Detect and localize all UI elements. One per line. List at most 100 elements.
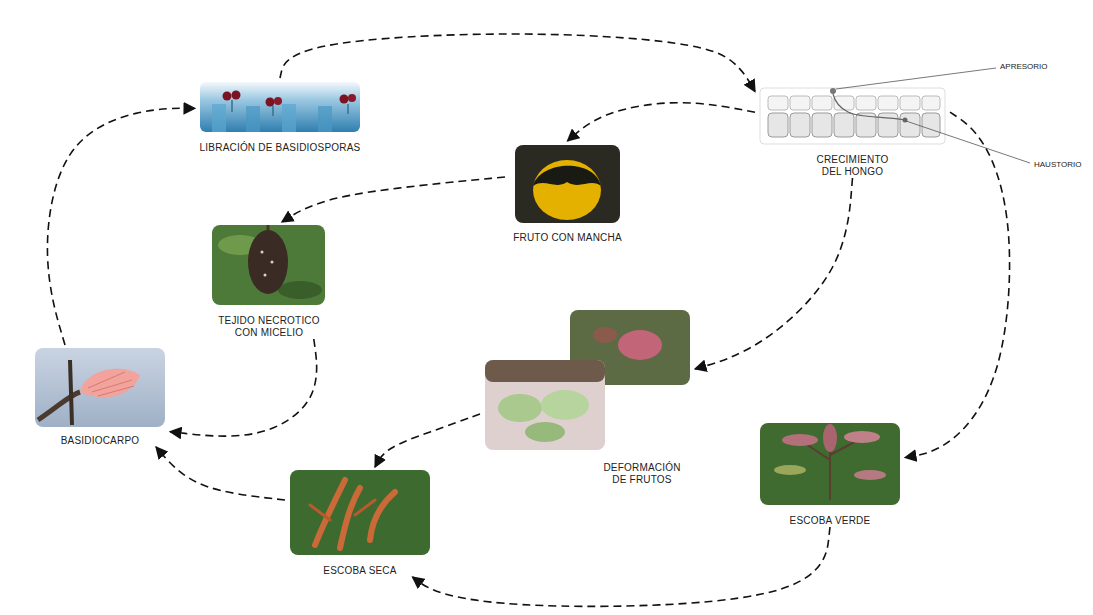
- cell-column: [282, 104, 296, 132]
- cycle-arrow: [170, 339, 317, 436]
- hypha: [833, 94, 905, 120]
- plant-cell: [834, 113, 854, 137]
- plant-cell: [812, 113, 832, 137]
- photo-ground: [760, 423, 900, 505]
- stage-node: TEJIDO NECROTICO CON MICELIO: [205, 222, 333, 339]
- photo-space: [195, 78, 365, 134]
- green-broom-photo: [760, 423, 900, 505]
- plant-cell: [922, 113, 940, 137]
- photo-ground: [200, 82, 360, 132]
- plant-cell: [768, 96, 788, 110]
- stage-node: ESCOBA SECA: [285, 467, 435, 577]
- stage-caption: BASIDIOCARPO: [30, 435, 170, 447]
- sterigma: [231, 100, 233, 112]
- fungus-growth-drawing: [760, 88, 945, 144]
- cycle-arrow: [905, 112, 1010, 457]
- plant-cell: [812, 96, 832, 110]
- leader-line: [906, 121, 1030, 163]
- twig: [70, 360, 72, 425]
- leaf: [278, 281, 322, 299]
- spore: [340, 95, 349, 104]
- haustorium: [903, 118, 908, 123]
- dry-broom-photo: [290, 470, 430, 555]
- mycelium-speck: [271, 261, 274, 264]
- stage-caption: TEJIDO NECROTICO CON MICELIO: [210, 315, 328, 339]
- broom-leaf: [854, 470, 886, 480]
- cycle-arrow: [156, 447, 285, 500]
- cell-column: [246, 106, 260, 132]
- spore: [266, 98, 275, 107]
- cycle-arrow: [280, 34, 755, 92]
- photo-space: [30, 345, 170, 427]
- plant-cell: [878, 96, 898, 110]
- callout-label: HAUSTORIO: [1033, 160, 1082, 170]
- photo-space: [755, 84, 950, 146]
- plant-cell: [922, 96, 940, 110]
- photo-ground: [212, 225, 325, 305]
- photo-ground: [515, 145, 620, 223]
- stage-caption: FRUTO CON MANCHA: [505, 232, 630, 244]
- photo-space: [505, 141, 630, 224]
- plant-cell: [790, 113, 810, 137]
- photo-ground: [35, 348, 165, 427]
- broom-leaf: [844, 431, 880, 443]
- spore: [223, 92, 232, 101]
- stage-node: CRECIMIENTO DEL HONGO: [755, 84, 950, 178]
- broom-leaf: [823, 424, 837, 452]
- plant-cell: [878, 113, 898, 137]
- deformed-pod: [498, 394, 542, 422]
- stage-caption: CRECIMIENTO DEL HONGO: [809, 154, 897, 178]
- deformed-pod: [541, 390, 589, 420]
- stage-caption: ESCOBA VERDE: [755, 515, 905, 527]
- broom-leaf: [782, 434, 818, 446]
- mycelium-speck: [264, 274, 267, 277]
- photo-space: [205, 222, 333, 307]
- necrotic-spot: [533, 166, 601, 186]
- plant-cell: [768, 113, 788, 137]
- cycle-arrow: [375, 414, 480, 467]
- deformed-pods-photo: [485, 310, 690, 450]
- spore: [232, 91, 241, 100]
- spore: [274, 97, 282, 105]
- photo-space: [285, 467, 435, 557]
- plant-cell: [790, 96, 810, 110]
- stage-node: FRUTO CON MANCHA: [505, 141, 630, 244]
- photo-space: [480, 306, 695, 454]
- photo-ground: [760, 88, 945, 144]
- callout-label: APRESORIO: [999, 62, 1049, 72]
- cell-column: [212, 104, 226, 132]
- photo-ground: [485, 360, 605, 450]
- plant-cell: [856, 96, 876, 110]
- deformed-pod: [618, 330, 662, 360]
- mycelium-speck: [261, 251, 264, 254]
- spore-release-photo: [200, 82, 360, 132]
- cycle-arrow: [282, 177, 505, 222]
- photo-band: [485, 360, 605, 382]
- appressorium: [830, 88, 836, 94]
- stage-node: LIBRACIÓN DE BASIDIOSPORAS: [195, 78, 365, 154]
- gill-line: [88, 372, 134, 396]
- cycle-arrow: [413, 527, 831, 606]
- stage-node: DEFORMACIÓN DE FRUTOS: [480, 306, 695, 486]
- stage-node: BASIDIOCARPO: [30, 345, 170, 447]
- broom-leaf: [774, 465, 806, 475]
- dry-broom-branch: [310, 500, 375, 520]
- cell-column: [318, 106, 332, 132]
- spore: [348, 94, 356, 102]
- deformed-pod: [593, 327, 617, 343]
- stage-node: ESCOBA VERDE: [755, 420, 905, 527]
- cycle-arrow: [695, 178, 853, 369]
- mushroom-cap: [80, 369, 140, 398]
- stage-caption: LIBRACIÓN DE BASIDIOSPORAS: [195, 142, 365, 154]
- necrotic-pod-photo: [212, 225, 325, 305]
- cacao-pod: [248, 230, 288, 294]
- sterigma: [347, 104, 349, 114]
- leader-line: [836, 68, 996, 89]
- deformed-pod: [525, 422, 565, 442]
- cacao-pod: [533, 160, 601, 220]
- sterigma: [272, 106, 274, 116]
